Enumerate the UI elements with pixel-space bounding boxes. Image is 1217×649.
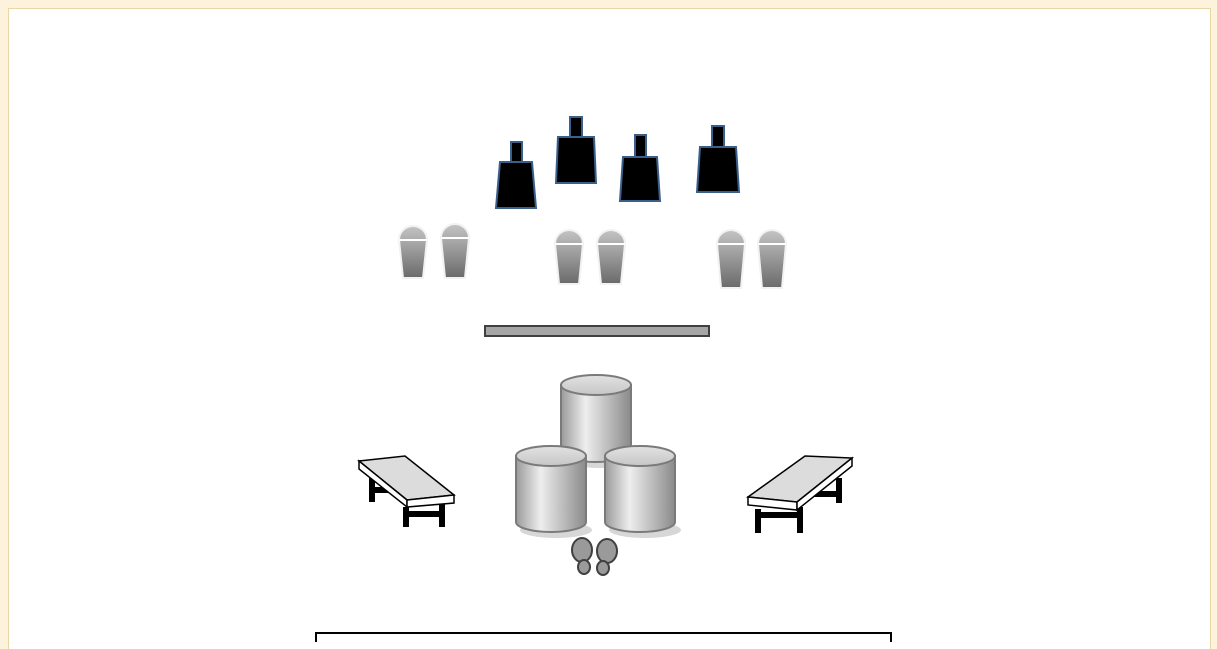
cone-icon xyxy=(397,225,429,279)
barrel-icon xyxy=(515,445,592,538)
footprints-icon xyxy=(571,537,618,576)
barrier-wall xyxy=(484,325,710,337)
barrel-stack xyxy=(515,374,681,538)
cone-icon xyxy=(595,229,627,285)
cone-icon xyxy=(439,223,471,279)
cone-group xyxy=(397,223,788,289)
cone-icon xyxy=(715,229,747,289)
steel-target-icon xyxy=(554,116,598,184)
barrel-icon xyxy=(604,445,681,538)
steel-target-icon xyxy=(695,125,741,193)
cone-icon xyxy=(756,229,788,289)
table-icon-right xyxy=(745,455,855,533)
table-icon-left xyxy=(357,455,456,527)
steel-target-icon xyxy=(494,141,538,209)
steel-target-icon xyxy=(618,134,662,202)
cone-icon xyxy=(553,229,585,285)
steel-target-group xyxy=(494,116,741,209)
stage-description-box xyxy=(315,632,892,642)
